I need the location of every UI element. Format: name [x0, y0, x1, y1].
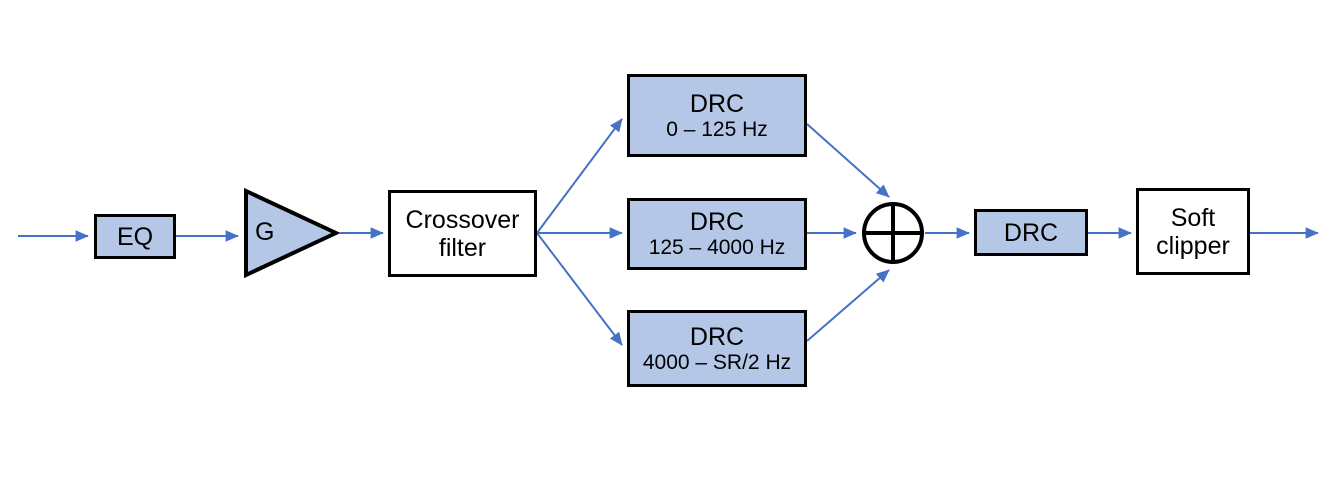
wire-drc-low-to-sum	[806, 123, 890, 198]
gain-triangle-shape	[244, 188, 339, 278]
block-drc-high-band-range: 4000 – SR/2 Hz	[642, 350, 792, 374]
wire-crossover-to-drc-low	[536, 118, 623, 234]
block-drc-low-band-range: 0 – 125 Hz	[666, 117, 768, 141]
block-gain-amplifier[interactable]	[243, 188, 339, 278]
block-drc-mid-band[interactable]: DRC 125 – 4000 Hz	[627, 198, 807, 270]
block-gain-label: G	[255, 218, 275, 246]
summing-junction-icon[interactable]	[861, 201, 925, 265]
block-crossover-filter[interactable]: Crossover filter	[388, 190, 537, 277]
block-drc-mid-band-title: DRC	[689, 208, 745, 237]
block-drc-mid-band-range: 125 – 4000 Hz	[648, 236, 786, 260]
block-eq-label: EQ	[116, 222, 154, 251]
block-eq[interactable]: EQ	[94, 214, 176, 259]
block-crossover-filter-line2: filter	[438, 233, 487, 262]
block-drc-high-band-title: DRC	[689, 322, 745, 351]
block-soft-clipper-line2: clipper	[1156, 231, 1230, 260]
block-soft-clipper[interactable]: Soft clipper	[1136, 188, 1250, 275]
block-drc-high-band[interactable]: DRC 4000 – SR/2 Hz	[627, 310, 807, 387]
block-soft-clipper-line1: Soft	[1170, 203, 1216, 232]
block-drc-low-band[interactable]: DRC 0 – 125 Hz	[627, 74, 807, 157]
block-drc-output[interactable]: DRC	[974, 209, 1088, 256]
block-drc-low-band-title: DRC	[689, 89, 745, 118]
wire-drc-high-to-sum	[806, 269, 890, 342]
block-crossover-filter-line1: Crossover	[405, 205, 520, 234]
wire-crossover-to-drc-high	[536, 232, 623, 346]
block-drc-output-label: DRC	[1003, 218, 1059, 247]
